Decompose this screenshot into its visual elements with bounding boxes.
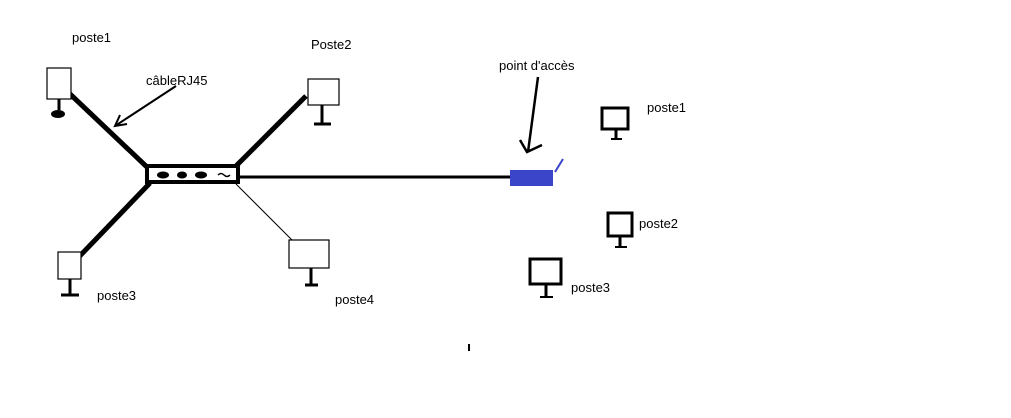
cable-poste1 [68, 92, 150, 170]
wired-poste1-label: poste1 [72, 30, 111, 45]
access-point-label: point d'accès [499, 58, 575, 73]
cable-poste2 [232, 94, 308, 170]
wireless-poste2-label: poste2 [639, 216, 678, 231]
switch [145, 164, 240, 184]
wireless-poste1-label: poste1 [647, 100, 686, 115]
cable-arrow-icon [113, 85, 177, 128]
cable-label: câbleRJ45 [146, 73, 207, 88]
wired-poste3-label: poste3 [97, 288, 136, 303]
wired-poste1-computer [46, 67, 72, 118]
stray-mark [468, 344, 470, 351]
switch-port [157, 171, 169, 179]
switch-port [177, 171, 187, 179]
wired-poste4-label: poste4 [335, 292, 374, 307]
wireless-poste2-computer [606, 211, 634, 248]
antenna-icon [554, 158, 564, 173]
wired-poste3-computer [57, 251, 82, 297]
wired-poste2-computer [307, 78, 340, 126]
wired-poste4-computer [288, 239, 330, 287]
access-point [510, 158, 564, 186]
wireless-poste3-label: poste3 [571, 280, 610, 295]
access-point-arrow-icon [518, 76, 543, 154]
cable-poste4 [235, 183, 294, 242]
wireless-poste1-computer [600, 106, 630, 140]
wireless-poste3-computer [528, 257, 563, 298]
cables [68, 92, 512, 264]
wired-poste2-label: Poste2 [311, 37, 351, 52]
cable-poste3 [72, 181, 152, 264]
switch-port [195, 171, 207, 179]
switch-port [217, 172, 231, 178]
